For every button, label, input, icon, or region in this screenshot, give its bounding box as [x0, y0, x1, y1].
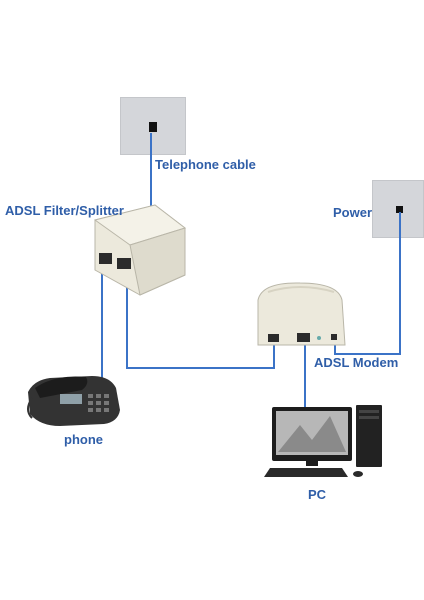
power-label: Power: [333, 205, 373, 220]
telephone-jack-icon: [149, 122, 157, 132]
splitter-label: ADSL Filter/Splitter: [5, 203, 124, 218]
telephone-wall-outlet: [120, 97, 186, 155]
wire-power-down: [399, 212, 401, 354]
wire-splitter-to-modem: [126, 367, 275, 369]
wire-power-to-modem: [334, 340, 336, 355]
adsl-modem-icon: [257, 282, 346, 346]
wire-splitter-down: [126, 274, 128, 369]
splitter-device-icon: [93, 204, 187, 296]
wire-modem-line-up: [273, 340, 275, 369]
power-socket-icon: [396, 206, 403, 213]
wire-modem-to-pc: [304, 340, 306, 408]
wire-splitter-to-phone: [101, 272, 103, 380]
telephone-icon: [27, 376, 120, 426]
modem-label: ADSL Modem: [314, 355, 399, 370]
telephone-cable-label: Telephone cable: [155, 157, 256, 172]
phone-label: phone: [64, 432, 103, 447]
wire-power-horizontal: [334, 353, 401, 355]
wire-telephone-to-splitter: [150, 133, 152, 228]
pc-label: PC: [308, 487, 327, 502]
desktop-pc-icon: [264, 405, 382, 477]
power-wall-outlet: [372, 180, 424, 238]
